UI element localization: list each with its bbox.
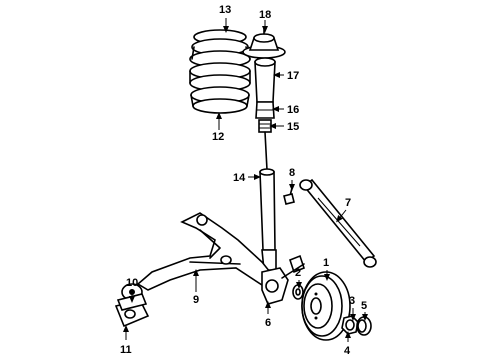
spindle-washer [292, 284, 304, 300]
upper-strut-mount [242, 27, 286, 59]
callout-3: 3 [349, 295, 355, 307]
coil-spring [189, 29, 251, 114]
callout-8: 8 [289, 167, 295, 179]
callout-18: 18 [259, 9, 271, 21]
callout-1: 1 [323, 257, 329, 269]
axle-nut [341, 315, 359, 335]
lateral-link-rod [299, 178, 377, 268]
grease-cap [356, 316, 372, 336]
callout-2: 2 [295, 267, 301, 279]
spring-insulator [258, 119, 272, 133]
callout-15: 15 [287, 121, 299, 133]
link-bolt [283, 187, 295, 205]
strut-dust-cover [254, 57, 276, 103]
callout-11: 11 [120, 344, 132, 356]
callout-9: 9 [193, 294, 199, 306]
callout-17: 17 [287, 70, 299, 82]
callout-16: 16 [287, 104, 299, 116]
callout-14: 14 [233, 172, 246, 184]
bump-stop [255, 101, 275, 119]
leader-lines [123, 18, 368, 342]
callout-13: 13 [219, 4, 231, 16]
brake-drum [301, 271, 351, 341]
shock-absorber [259, 131, 277, 271]
callout-5: 5 [361, 300, 367, 312]
callout-7: 7 [345, 197, 351, 209]
callout-12: 12 [212, 131, 224, 143]
lower-control-arm [136, 212, 271, 291]
callout-6: 6 [265, 317, 271, 329]
knuckle-spindle [261, 254, 305, 305]
callout-4: 4 [344, 345, 351, 357]
callout-10: 10 [126, 277, 138, 289]
